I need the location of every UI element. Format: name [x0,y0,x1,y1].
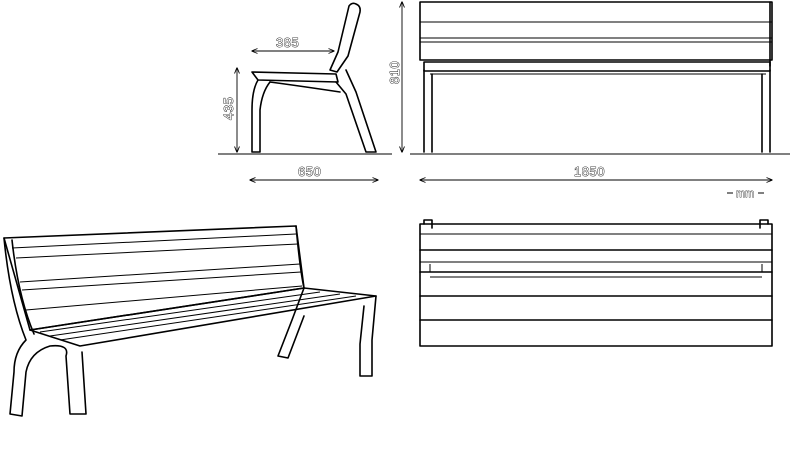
front-view-seat [423,61,771,72]
perspective-view [3,225,377,417]
side-view-rear-leg [335,69,377,153]
perspective-backrest-slat [21,271,302,291]
front-view-right-leg [761,69,771,153]
unit-label: mm [736,188,754,200]
perspective-seat-slat [49,293,341,337]
front-view: 1850 mm [410,1,790,200]
side-view: 385 435 810 650 [218,2,402,180]
perspective-left-frame [3,237,87,417]
perspective-backrest [3,225,305,331]
perspective-seat-slat [59,295,357,341]
side-view-leg-bracket [269,81,341,93]
top-view-right-cap [759,219,769,229]
side-view-seat [251,71,339,83]
perspective-left-backpost [11,239,35,335]
perspective-right-frame [277,225,377,377]
perspective-backrest-slat [11,233,297,249]
dim-435-label: 435 [221,97,236,120]
dim-385-label: 385 [276,35,299,50]
dim-1850-label: 1850 [574,164,605,179]
perspective-backrest-slat [19,263,301,283]
top-view [419,219,773,347]
front-view-backrest [419,1,773,61]
front-view-left-leg [423,69,433,153]
perspective-backrest-slat [25,285,303,311]
top-view-left-cap [423,219,433,229]
perspective-seat-slat [39,291,321,333]
dim-810-label: 810 [387,61,402,84]
top-view-outline [419,223,773,347]
perspective-backrest-slat [15,243,299,259]
dim-650-label: 650 [298,164,321,179]
side-view-front-leg [251,79,271,153]
side-view-backrest [329,2,361,73]
